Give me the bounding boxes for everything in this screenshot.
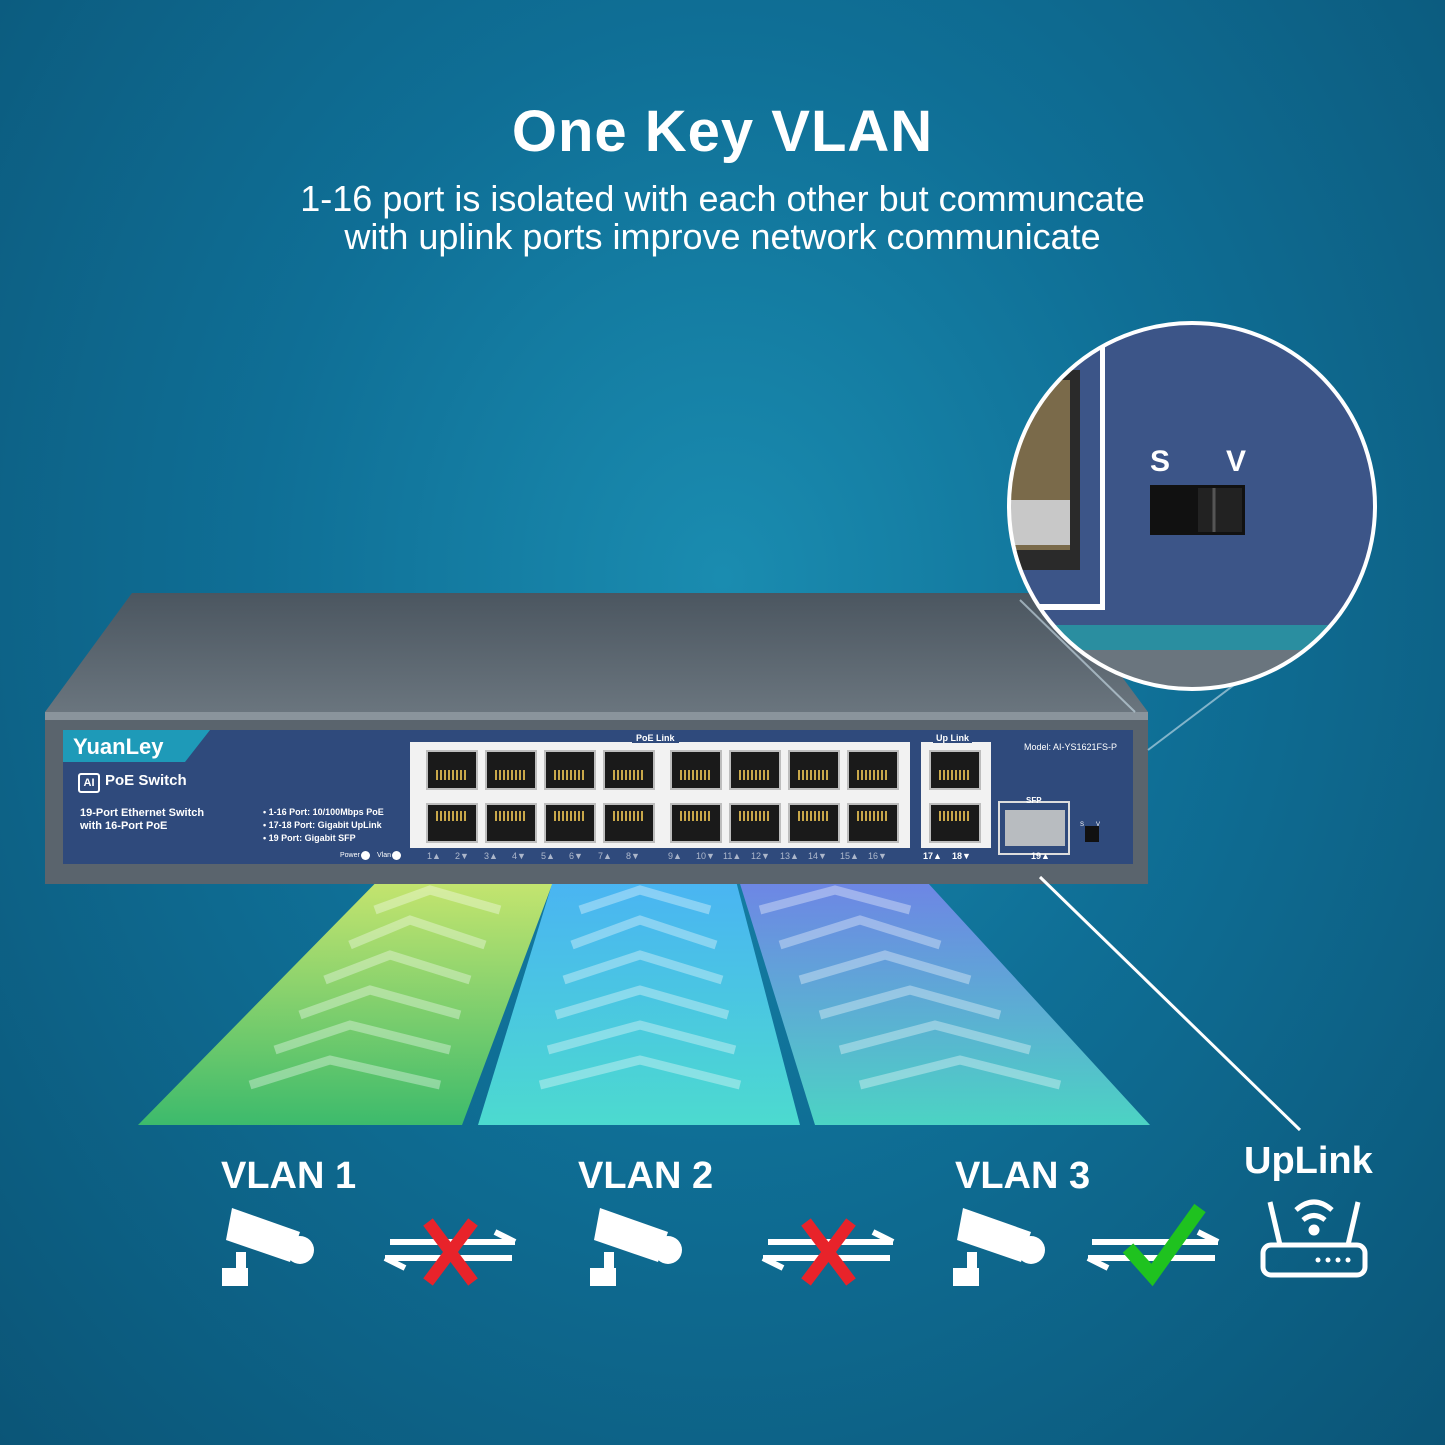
ethernet-port-8 [603, 803, 655, 843]
vlan1-beam [138, 858, 562, 1125]
port-number-label: 16▼ [868, 851, 887, 861]
cctv-camera-icon-1 [222, 1208, 314, 1286]
vlan3-beam [732, 858, 1150, 1125]
port-number-label: 5▲ [541, 851, 555, 861]
poe-link-label: PoE Link [632, 733, 679, 743]
cctv-camera-icon-3 [953, 1208, 1045, 1286]
switch-s-small: S [1080, 822, 1085, 828]
port-number-label: 8▼ [626, 851, 640, 861]
port-number-label: 10▼ [696, 851, 715, 861]
uplink-label: UpLink [1244, 1140, 1373, 1182]
uplink-pointer-line [1038, 875, 1302, 1132]
ethernet-port-2 [426, 803, 478, 843]
switch-top [45, 593, 1148, 712]
up-link-label: Up Link [933, 733, 972, 743]
allowed-link-icon [1086, 1203, 1220, 1287]
ethernet-port-3 [485, 750, 537, 790]
ethernet-port-9 [670, 750, 722, 790]
ethernet-port-6 [544, 803, 596, 843]
vlan-led-label: Vlan [377, 852, 392, 859]
spec-1: • 1-16 Port: 10/100Mbps PoE [263, 807, 384, 817]
sfp-port-number: 19▲ [1031, 851, 1050, 861]
vlan-3-label: VLAN 3 [955, 1155, 1091, 1197]
product-name: PoE Switch [105, 772, 187, 789]
vlan-2-label: VLAN 2 [578, 1155, 714, 1197]
port-18-number: 18▼ [952, 851, 971, 861]
device-desc-1: 19-Port Ethernet Switch [80, 807, 205, 819]
ethernet-port-7 [603, 750, 655, 790]
subtitle-line-2: with uplink ports improve network commun… [344, 216, 1101, 257]
port-number-label: 7▲ [598, 851, 612, 861]
zoom-switch-v: V [1226, 445, 1247, 478]
port-number-label: 2▼ [455, 851, 469, 861]
ethernet-port-13 [788, 750, 840, 790]
port-number-label: 3▲ [484, 851, 498, 861]
vlan-1-label: VLAN 1 [221, 1155, 357, 1197]
port-number-label: 9▲ [668, 851, 682, 861]
spec-2: • 17-18 Port: Gigabit UpLink [263, 820, 382, 830]
power-led-label: Power [340, 852, 360, 859]
model-label: Model: AI-YS1621FS-P [1024, 742, 1118, 752]
port-number-label: 1▲ [427, 851, 441, 861]
sfp-label: SFP [1026, 796, 1042, 805]
port-number-label: 4▼ [512, 851, 526, 861]
router-icon [1260, 1199, 1368, 1278]
ai-badge: AI [78, 773, 100, 793]
cctv-camera-icon-2 [590, 1208, 682, 1286]
ethernet-port-11 [729, 750, 781, 790]
power-led [361, 851, 370, 860]
sfp-cage [998, 801, 1070, 855]
ethernet-port-5 [544, 750, 596, 790]
port-number-label: 15▲ [840, 851, 859, 861]
port-number-label: 12▼ [751, 851, 770, 861]
port-number-label: 6▼ [569, 851, 583, 861]
subtitle-line-1: 1-16 port is isolated with each other bu… [300, 178, 1145, 219]
ethernet-port-15 [847, 750, 899, 790]
brand-logo: YuanLey [73, 734, 164, 759]
uplink-port-18 [929, 803, 981, 843]
vlan-led [392, 851, 401, 860]
spec-3: • 19 Port: Gigabit SFP [263, 833, 356, 843]
port-number-label: 14▼ [808, 851, 827, 861]
page-title: One Key VLAN [511, 99, 934, 164]
blocked-link-icon-2 [761, 1218, 895, 1286]
vlan2-beam [478, 858, 800, 1125]
ethernet-port-14 [788, 803, 840, 843]
ethernet-port-16 [847, 803, 899, 843]
ethernet-port-12 [729, 803, 781, 843]
ethernet-port-1 [426, 750, 478, 790]
ethernet-port-4 [485, 803, 537, 843]
switch-zoom-view [1009, 323, 1375, 689]
port-number-label: 11▲ [723, 851, 742, 861]
device-desc-2: with 16-Port PoE [80, 820, 168, 832]
port-17-number: 17▲ [923, 851, 942, 861]
ethernet-port-10 [670, 803, 722, 843]
zoom-switch-s: S [1150, 445, 1171, 478]
blocked-link-icon-1 [383, 1218, 517, 1286]
uplink-port-17 [929, 750, 981, 790]
switch-v-small: V [1096, 822, 1101, 828]
port-number-label: 13▲ [780, 851, 799, 861]
